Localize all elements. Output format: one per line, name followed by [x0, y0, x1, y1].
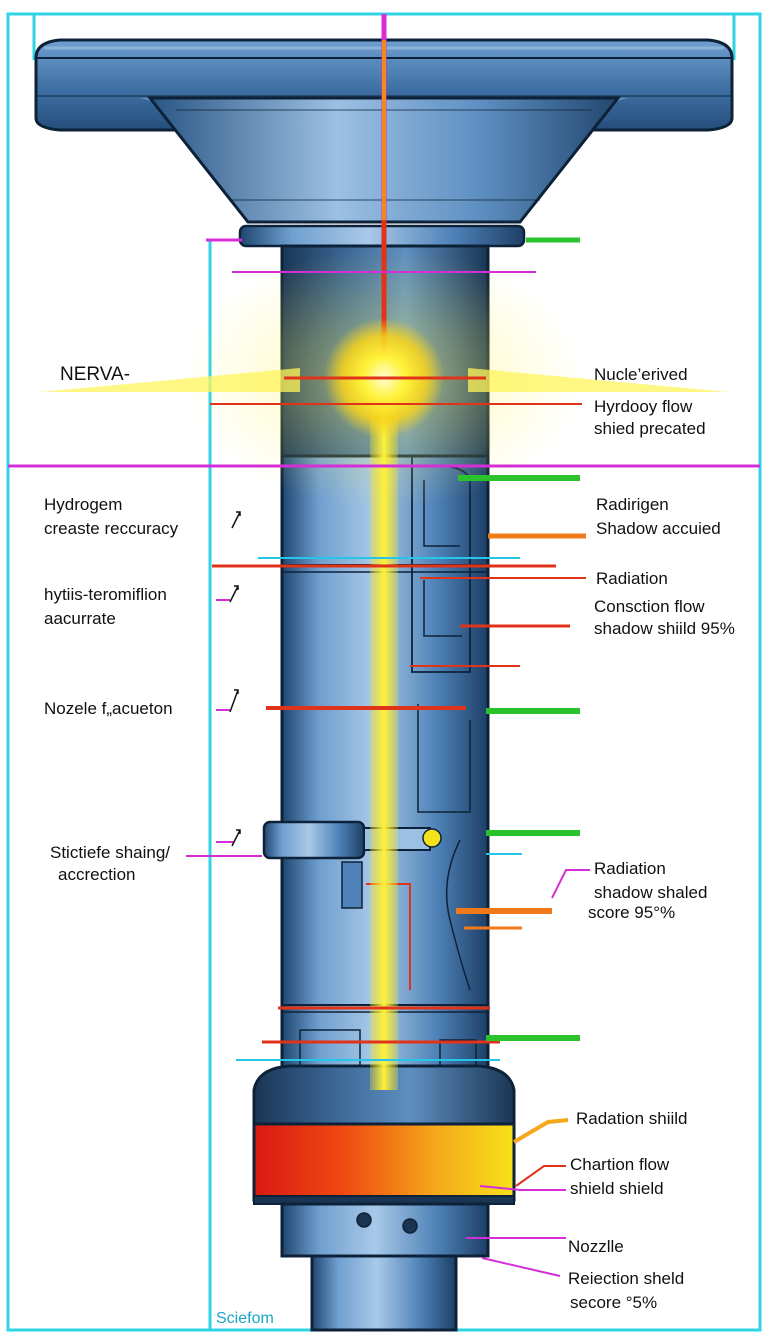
label-radiation-score-2: shadow shaled [594, 883, 708, 902]
label-radiation-shield: Radation shiild [576, 1109, 688, 1128]
label-conscion-2: shadow shiild 95% [594, 619, 735, 638]
label-radiation-score-1: Radiation [594, 859, 666, 878]
leader-lines [186, 237, 590, 1277]
label-chartion-1: Chartion flow [570, 1155, 670, 1174]
energy-beam [40, 14, 728, 1090]
label-hytiis-1: hytiis-teromiflion [44, 585, 167, 604]
label-radiation: Radiation [596, 569, 668, 588]
label-sciefom: Sciefom [216, 1310, 274, 1327]
label-radirigen-1: Radirigen [596, 495, 669, 514]
label-radiation-score-3: score 95°% [588, 903, 676, 922]
label-nuclear-derived: Nucle’erived [594, 365, 688, 384]
label-conscion-1: Consction flow [594, 597, 705, 616]
label-hydrogen-flow-2: shied precated [594, 419, 706, 438]
label-hytiis-2: aacurrate [44, 609, 116, 628]
label-nozzle: Nozzlle [568, 1237, 624, 1256]
label-chartion-2: shield shield [570, 1179, 664, 1198]
label-stictiefe-1: Stictiefe shaing/ [50, 843, 171, 862]
label-hydrogen-create-2: creaste reccuracy [44, 519, 179, 538]
label-radirigen-2: Shadow accuied [596, 519, 721, 538]
label-nozele: Nozele f„acueton [44, 699, 173, 718]
arrow-ticks [229, 511, 241, 847]
label-nerva: NERVA- [60, 364, 131, 385]
label-reiection-2: secore °5% [570, 1293, 658, 1312]
label-hydrogen-create-1: Hydrogem [44, 495, 123, 514]
label-hydrogen-flow-1: Hyrdooy flow [594, 397, 693, 416]
lower-housing [252, 1064, 516, 1332]
label-reiection-1: Reiection sheld [568, 1269, 685, 1288]
label-stictiefe-2: accrection [58, 865, 136, 884]
